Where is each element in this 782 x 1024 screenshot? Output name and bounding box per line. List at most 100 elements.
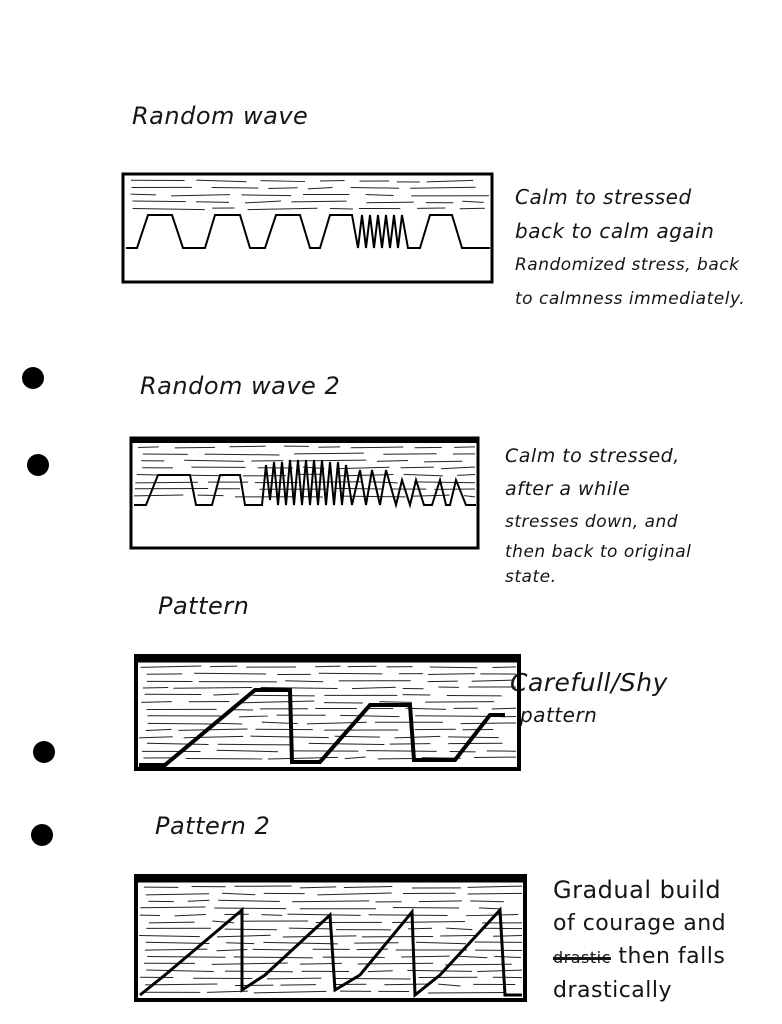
hatch-stroke: [344, 756, 366, 760]
hatch-stroke: [352, 686, 396, 690]
hatch-stroke: [141, 701, 172, 703]
hatch-stroke: [376, 459, 409, 462]
hatch-stroke: [477, 969, 523, 972]
hatch-stroke: [148, 921, 195, 924]
hatch-stroke: [463, 495, 476, 498]
hatch-stroke: [459, 207, 485, 210]
heading-pattern: Pattern: [158, 592, 250, 620]
random-wave-line: [126, 214, 490, 249]
hatch-stroke: [287, 913, 361, 916]
hatch-stroke: [135, 481, 198, 484]
hatch-stroke: [211, 962, 288, 965]
heading-pattern-2: Pattern 2: [155, 812, 271, 840]
hatch-stroke: [367, 970, 393, 973]
hatch-stroke: [184, 459, 244, 462]
hatch-stroke: [456, 955, 488, 959]
pattern-2-line: [139, 906, 522, 999]
hatch-stroke: [229, 445, 266, 448]
hatch-stroke: [267, 756, 338, 760]
hatch-stroke: [366, 201, 414, 204]
random-wave-2-line: [134, 459, 476, 509]
hatch-stroke: [493, 934, 523, 937]
hatch-stroke: [145, 983, 218, 986]
hatch-stroke: [403, 473, 443, 477]
hatch-stroke: [261, 914, 283, 916]
hatch-stroke: [130, 193, 156, 196]
hatch-stroke: [285, 680, 324, 683]
hatching: [130, 179, 523, 994]
hatch-stroke: [429, 666, 478, 669]
hatch-stroke: [299, 962, 343, 965]
hatch-stroke: [189, 474, 224, 477]
hatch-stroke: [140, 906, 206, 909]
hatch-stroke: [394, 735, 441, 739]
hatch-stroke: [139, 935, 200, 938]
hatch-stroke: [350, 186, 400, 189]
note-line: to calmness immediately.: [515, 289, 746, 309]
hatch-stroke: [445, 927, 473, 931]
bullet-point: [33, 741, 55, 763]
hatch-stroke: [384, 983, 431, 986]
note-line: Gradual build: [553, 876, 722, 904]
hatch-stroke: [145, 941, 210, 945]
hatch-stroke: [427, 673, 475, 675]
pattern-line: [139, 688, 505, 767]
hatch-stroke: [132, 200, 186, 203]
hatch-stroke: [142, 686, 169, 689]
hatch-stroke: [212, 920, 235, 924]
hatch-stroke: [196, 179, 247, 183]
hatch-stroke: [467, 892, 523, 895]
hatch-stroke: [440, 466, 476, 470]
hatch-stroke: [213, 693, 240, 696]
hatch-stroke: [226, 942, 255, 945]
hatch-stroke: [146, 742, 209, 745]
hatch-stroke: [379, 701, 412, 703]
hatch-stroke: [470, 900, 504, 903]
random-wave-2-box: [129, 436, 480, 550]
hatch-stroke: [252, 948, 294, 951]
hatch-stroke: [292, 900, 370, 903]
hatch-stroke: [457, 474, 476, 476]
hatch-stroke: [306, 721, 367, 725]
hatch-stroke: [268, 187, 298, 190]
note-pattern: Carefull/Shy pattern: [510, 665, 668, 729]
hatch-stroke: [138, 446, 159, 449]
hatch-stroke: [204, 453, 280, 456]
note-random-wave-2: Calm to stressed, after a while stresses…: [505, 440, 691, 589]
hatch-stroke: [145, 893, 210, 896]
bullet-point: [27, 454, 49, 476]
hatch-stroke: [178, 728, 248, 731]
hatch-stroke: [415, 941, 466, 945]
hatch-stroke: [146, 969, 214, 973]
hatch-stroke: [343, 886, 393, 888]
hatch-stroke: [491, 707, 517, 710]
hatch-stroke: [252, 694, 315, 697]
note-line: Randomized stress, back: [515, 255, 740, 275]
hatch-stroke: [340, 714, 400, 718]
hatch-stroke: [317, 892, 392, 896]
hatch-stroke: [139, 736, 173, 739]
note-line: drastically: [553, 978, 673, 1003]
hatch-stroke: [140, 665, 202, 668]
pattern-box: [134, 654, 521, 771]
hatch-stroke: [424, 460, 463, 463]
hatch-stroke: [426, 179, 474, 183]
hatch-stroke: [216, 722, 243, 725]
hatch-stroke: [445, 963, 512, 966]
hatch-stroke: [405, 707, 446, 710]
note-line: drastic then falls: [553, 940, 726, 974]
hatch-stroke: [282, 935, 357, 938]
hatch-stroke: [350, 446, 404, 449]
hatch-stroke: [407, 969, 473, 972]
note-line: state.: [505, 567, 557, 587]
hatch-stroke: [221, 892, 256, 896]
hatch-stroke: [174, 913, 206, 917]
hatch-stroke: [244, 200, 282, 204]
hatch-stroke: [247, 207, 318, 211]
hatch-stroke: [216, 749, 279, 753]
hatch-stroke: [365, 194, 394, 197]
hatch-stroke: [494, 955, 521, 959]
hatch-stroke: [478, 907, 500, 910]
hatch-stroke: [462, 200, 484, 203]
hatch-stroke: [196, 201, 229, 203]
